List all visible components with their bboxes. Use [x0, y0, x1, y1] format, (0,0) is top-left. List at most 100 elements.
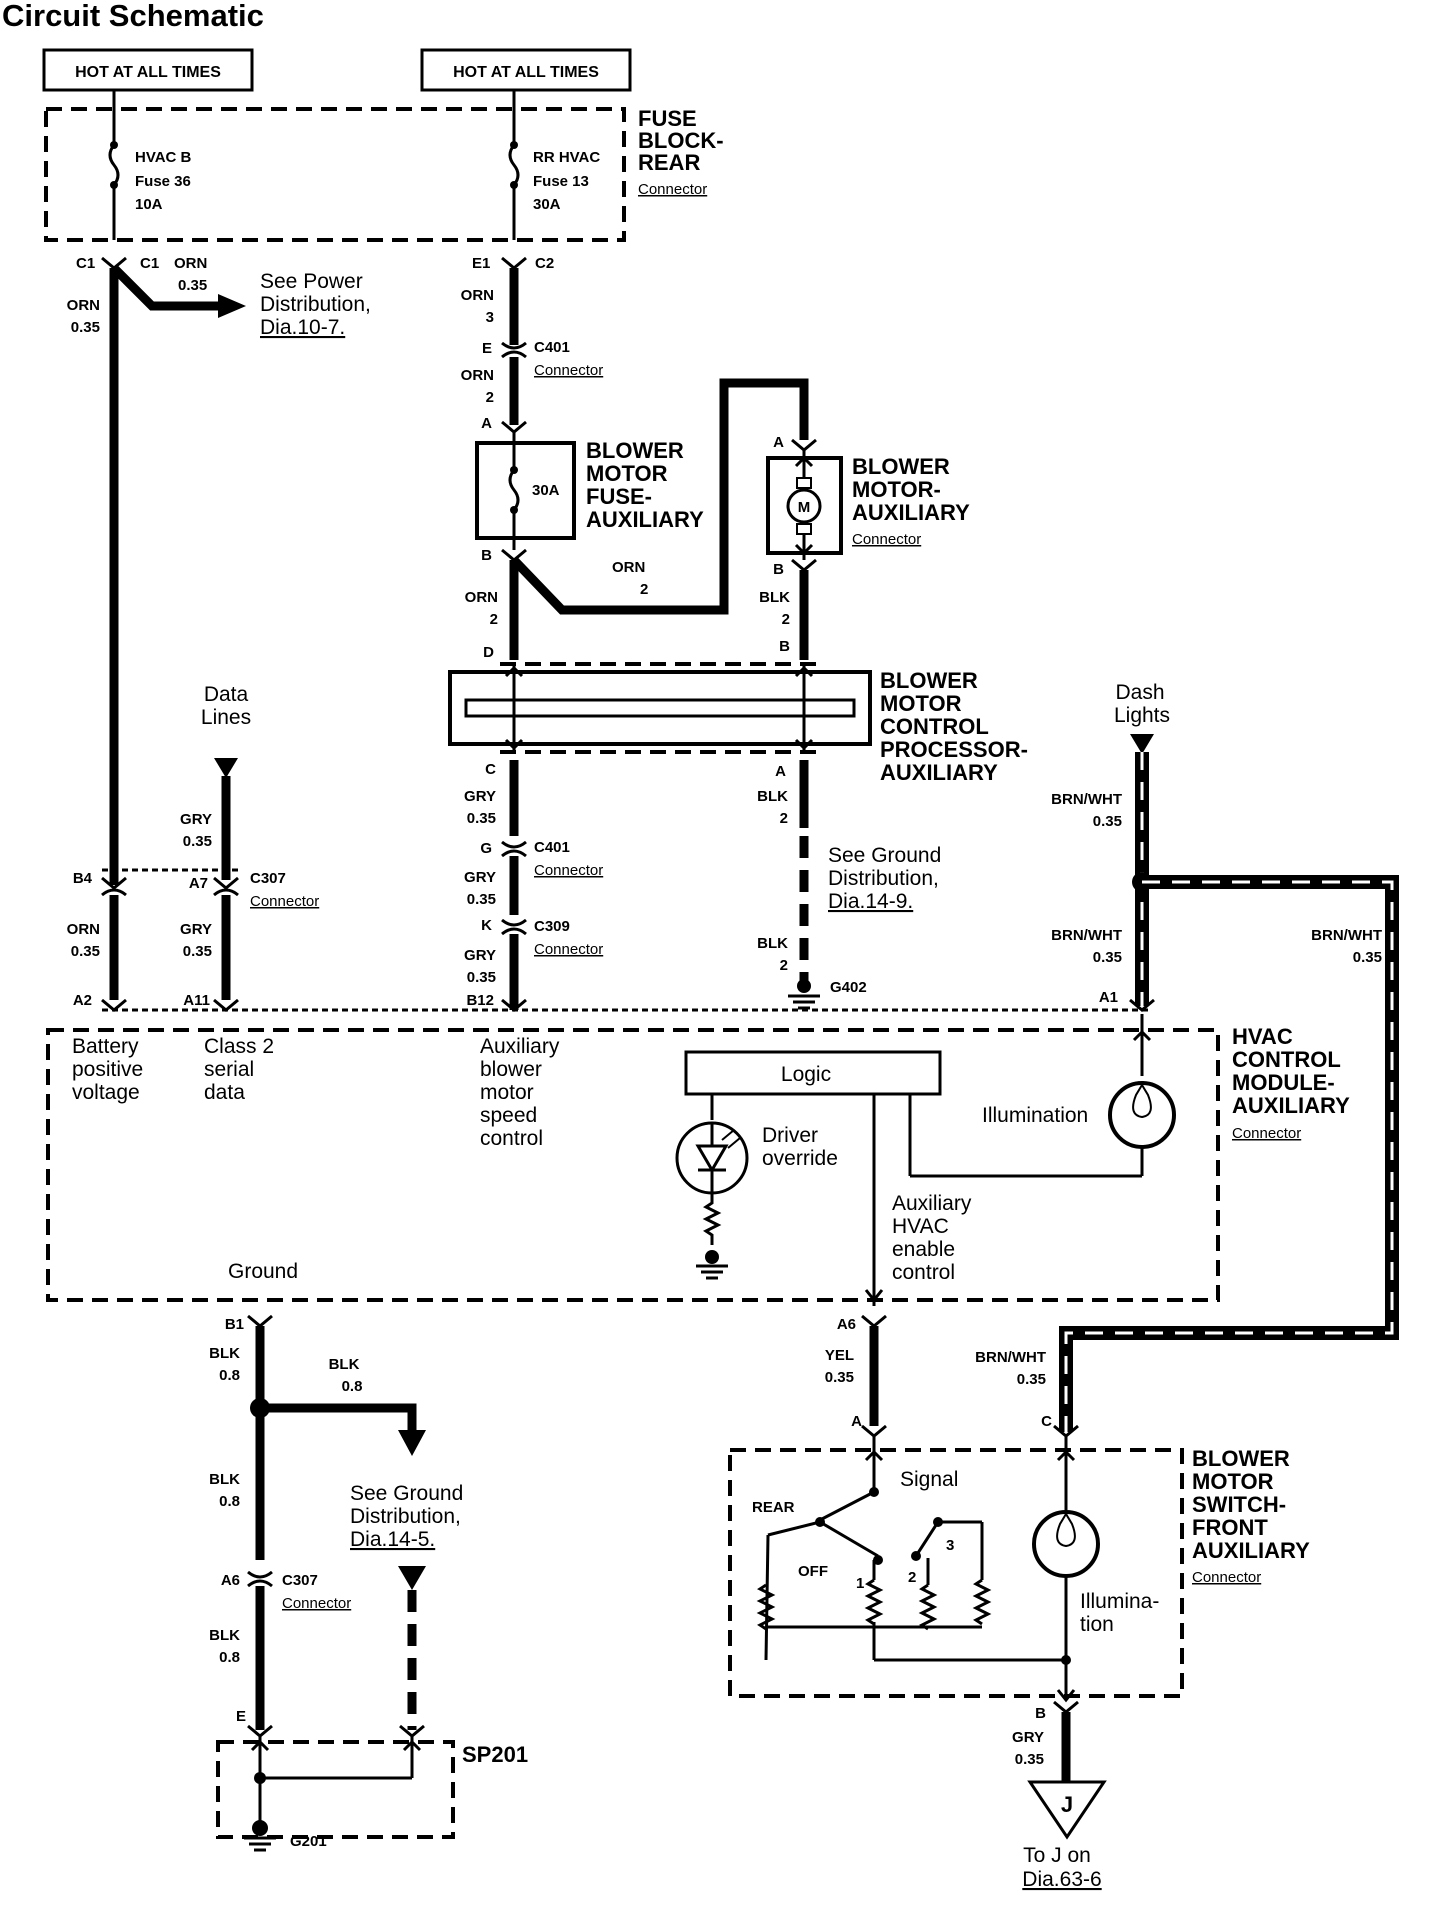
c309-pin-k: K: [481, 917, 492, 934]
proc-pin-a: A: [775, 763, 786, 780]
illumination-label: Illumination: [982, 1104, 1088, 1127]
switch-title-2: MOTOR: [1192, 1469, 1274, 1494]
illum-label-2: tion: [1080, 1613, 1114, 1636]
pin-e1: E1: [472, 255, 490, 272]
blower-fuse-rating: 30A: [532, 482, 560, 499]
data-lines-label-1: Data: [204, 683, 249, 706]
blk-right-size: 2: [782, 611, 790, 628]
wire-g-color: GRY: [464, 869, 496, 886]
c307-top-name: C307: [250, 870, 286, 887]
yel-wire-color: YEL: [825, 1347, 854, 1364]
ground-g402: G402: [830, 979, 867, 996]
c307-bottom-connector: Connector: [282, 1595, 351, 1612]
to-j-letter: J: [1061, 1792, 1073, 1817]
module-title-3: MODULE-: [1232, 1070, 1335, 1095]
battery-label-3: voltage: [72, 1081, 140, 1104]
motor-pin-a: A: [773, 434, 784, 451]
fuse-block-title-2: BLOCK-: [638, 128, 724, 153]
motor-pin-b: B: [773, 561, 784, 578]
power-dist-ref-1: See Power: [260, 270, 363, 293]
c401-top-connector: Connector: [534, 362, 603, 379]
switch-pin-a: A: [851, 1413, 862, 1430]
pin-a2: A2: [73, 992, 92, 1009]
pin-a1: A1: [1099, 989, 1118, 1006]
enable-label-4: control: [892, 1261, 955, 1284]
ground-dist-5-2: Distribution,: [350, 1505, 461, 1528]
logic-box: Logic: [684, 1050, 942, 1096]
fuse-13-number: Fuse 13: [533, 173, 589, 190]
driver-label-1: Driver: [762, 1124, 818, 1147]
aux-blower-label-2: blower: [480, 1058, 542, 1081]
switch-title-1: BLOWER: [1192, 1446, 1290, 1471]
bottom-right-chain: A6 YEL 0.35 BRN/WHT 0.35 A C Signal REAR: [728, 1314, 1310, 1891]
hot-box-right-label: HOT AT ALL TIMES: [453, 64, 599, 81]
wire-k-color: GRY: [464, 947, 496, 964]
processor-pin-d: D: [483, 644, 494, 661]
hvac-control-module: HVAC CONTROL MODULE- AUXILIARY Connector…: [46, 1014, 1350, 1306]
enable-label-2: HVAC: [892, 1215, 949, 1238]
c401-mid-name: C401: [534, 839, 570, 856]
pin-c1-top: C1: [76, 255, 95, 272]
blower-motor-title-2: MOTOR-: [852, 477, 941, 502]
wire-orn2-color: ORN: [461, 367, 494, 384]
data-wire-size: 0.35: [183, 833, 212, 850]
ground-dist-5-3: Dia.14-5.: [350, 1528, 435, 1551]
to-j-label-2: Dia.63-6: [1022, 1868, 1101, 1891]
fuse-36-number: Fuse 36: [135, 173, 191, 190]
dash-lights-label-1: Dash: [1115, 681, 1164, 704]
page-title: Circuit Schematic: [2, 0, 264, 33]
below-processor: C GRY 0.35 G C401 Connector GRY 0.35 K C…: [464, 760, 941, 1010]
blower-fuse-title-4: AUXILIARY: [586, 507, 704, 532]
data-lines: Data Lines GRY 0.35: [180, 683, 251, 880]
module-title-1: HVAC: [1232, 1024, 1293, 1049]
c307-orn-size: 0.35: [71, 943, 100, 960]
aux-blower-label-1: Auxiliary: [480, 1035, 560, 1058]
fuse-36-rating: 10A: [135, 196, 163, 213]
bl-branch-size: 0.8: [342, 1378, 363, 1395]
blower-motor: A M BLOWER MOTOR- AUXILIARY Connector B: [510, 378, 970, 660]
c401-pin-e: E: [482, 340, 492, 357]
rear-label: REAR: [752, 1499, 795, 1516]
sp201-pin-e: E: [236, 1708, 246, 1725]
switch-title-5: AUXILIARY: [1192, 1538, 1310, 1563]
pos3-label: 3: [946, 1537, 954, 1554]
dash-lights-label-2: Lights: [1114, 704, 1170, 727]
bl-wire1-size: 0.8: [219, 1367, 240, 1384]
module-title-2: CONTROL: [1232, 1047, 1341, 1072]
c307-gry-color: GRY: [180, 921, 212, 938]
dash-wire-size: 0.35: [1093, 813, 1122, 830]
pos1-label: 1: [856, 1575, 864, 1592]
class2-label-3: data: [204, 1081, 245, 1104]
c401-top-name: C401: [534, 339, 570, 356]
blower-motor-fuse: 30A BLOWER MOTOR FUSE- AUXILIARY: [475, 432, 704, 550]
bl-branch-color: BLK: [329, 1356, 360, 1373]
blower-motor-connector: Connector: [852, 531, 921, 548]
class2-label-1: Class 2: [204, 1035, 274, 1058]
module-title-4: AUXILIARY: [1232, 1093, 1350, 1118]
blower-motor-title-1: BLOWER: [852, 454, 950, 479]
c307-top: B4 A7 C307 Connector ORN 0.35 GRY 0.35: [67, 868, 319, 1000]
wire-a2-size: 2: [780, 957, 788, 974]
wire-g-size: 0.35: [467, 891, 496, 908]
processor-title-5: AUXILIARY: [880, 760, 998, 785]
off-label: OFF: [798, 1563, 828, 1580]
left-wire-b-color: ORN: [174, 255, 207, 272]
module-ground-label: Ground: [228, 1260, 298, 1283]
aux-blower-label-4: speed: [480, 1104, 537, 1127]
ground-symbol-g402: [788, 979, 820, 1010]
motor-symbol: M: [798, 499, 811, 516]
switch-connector: Connector: [1192, 1569, 1261, 1586]
processor-title-4: PROCESSOR-: [880, 737, 1028, 762]
bulb-icon: [908, 1014, 1176, 1178]
bottom-left-chain: B1 BLK 0.8 BLK 0.8 BLK 0.8 See Ground Di…: [209, 1314, 528, 1852]
bl-wire1-color: BLK: [209, 1345, 240, 1362]
wire-a-size: 2: [780, 810, 788, 827]
wire-orn2-size: 2: [486, 389, 494, 406]
ground-dist-9-2: Distribution,: [828, 867, 939, 890]
wire-a-color: BLK: [757, 788, 788, 805]
battery-label-1: Battery: [72, 1035, 139, 1058]
processor-title-3: CONTROL: [880, 714, 989, 739]
dash-lights: Dash Lights BRN/WHT 0.35 BRN/WHT 0.35 BR…: [1051, 681, 1399, 1432]
gry-wire-size: 0.35: [1015, 1751, 1044, 1768]
